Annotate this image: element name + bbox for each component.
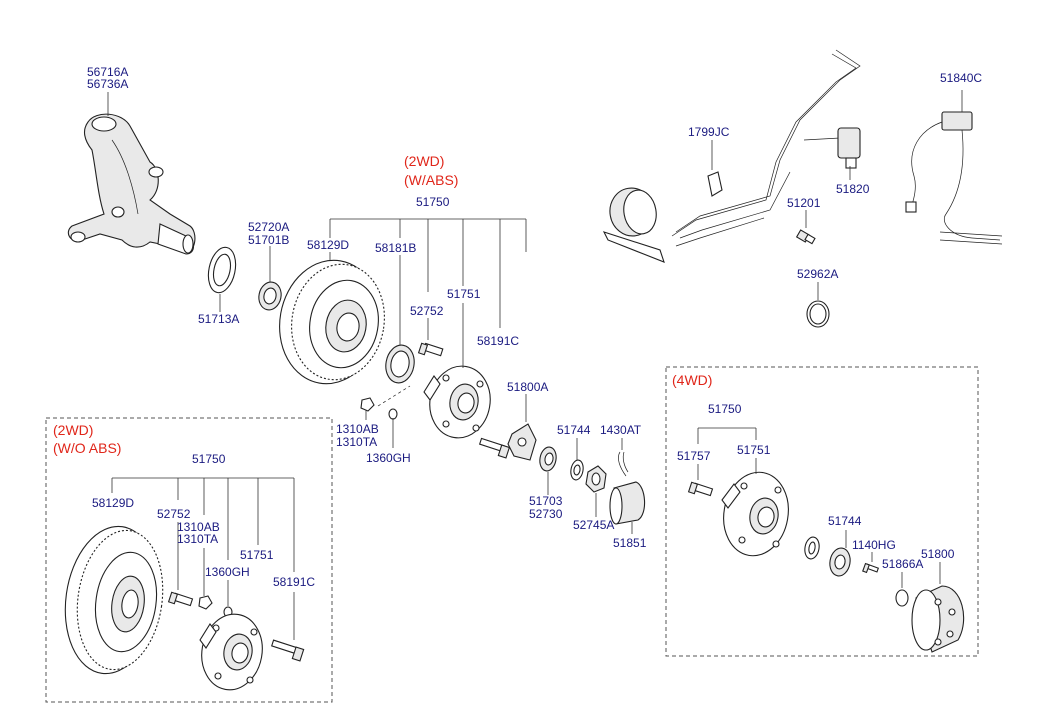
- brake-tube: [671, 49, 861, 247]
- hub-nut: [360, 397, 375, 412]
- label-oring: 52962A: [797, 267, 838, 281]
- header-woabs-2: (W/O ABS): [53, 440, 121, 456]
- label-cap: 51851: [613, 536, 647, 550]
- f-stud: [687, 481, 714, 497]
- hub-bolt: [478, 437, 511, 459]
- label-washer2: 1360GH: [366, 451, 411, 465]
- w-nut: [198, 595, 213, 610]
- f-bearing: [829, 547, 851, 577]
- label-tone-ring: 58181B: [375, 241, 416, 255]
- label-f-hub: 51751: [737, 443, 771, 457]
- label-w-stud: 52752: [157, 507, 191, 521]
- woabs-bracket: [111, 477, 295, 572]
- wheel-hub: [423, 365, 491, 439]
- label-hub-assy: 51750: [416, 195, 450, 209]
- w-hub: [199, 613, 263, 691]
- label-seal-3: 51713A: [198, 312, 239, 326]
- label-stud: 52752: [410, 304, 444, 318]
- w-brake-disc: [64, 525, 164, 675]
- header-fourwd: (4WD): [672, 372, 712, 388]
- hub-assy-bracket: [329, 218, 527, 328]
- f-hub: [721, 471, 789, 557]
- cotter-pin: [618, 451, 629, 477]
- header-wabs-2: (W/ABS): [404, 172, 458, 188]
- header-woabs-1: (2WD): [53, 422, 93, 438]
- sensor-cable: [905, 111, 1003, 245]
- o-ring: [806, 300, 830, 328]
- label-cable: 51840C: [940, 71, 982, 85]
- label-f-washer: 51744: [828, 514, 862, 528]
- label-seal-2: 51701B: [248, 233, 289, 247]
- label-w-nut-2: 1310TA: [177, 532, 218, 546]
- thrust-washer: [570, 459, 584, 481]
- hub-cover: [507, 423, 537, 461]
- label-w-disc: 58129D: [92, 496, 134, 510]
- label-sensor-clip: 1799JC: [688, 125, 730, 139]
- label-cover: 51800A: [507, 380, 548, 394]
- label-nut-2: 1310TA: [336, 435, 377, 449]
- steering-knuckle: [67, 113, 196, 255]
- label-pin: 1430AT: [600, 423, 642, 437]
- fourwd-bracket: [697, 427, 757, 444]
- label-bolt: 58191C: [477, 334, 519, 348]
- brake-chamber: [602, 187, 665, 263]
- wheel-stud: [417, 342, 444, 357]
- w-bolt: [271, 639, 305, 662]
- label-f-oring: 51866A: [882, 557, 923, 571]
- label-grommet: 51201: [787, 196, 821, 210]
- inner-bearing: [258, 281, 282, 311]
- castle-nut: [585, 465, 607, 493]
- sensor-grommet: [795, 229, 816, 245]
- label-w-washer: 1360GH: [205, 565, 250, 579]
- label-bearing-2: 52730: [529, 507, 563, 521]
- f-locking-hub: [911, 585, 965, 653]
- lock-washer: [388, 408, 398, 420]
- label-washer: 51744: [557, 423, 591, 437]
- label-nut-lock: 52745A: [573, 518, 614, 532]
- brake-disc: [279, 259, 385, 385]
- label-hub: 51751: [447, 287, 481, 301]
- header-wabs-1: (2WD): [404, 153, 444, 169]
- fourwd-group-box: [665, 366, 979, 657]
- f-bolt: [862, 562, 880, 574]
- label-w-hub: 51751: [240, 548, 274, 562]
- f-washer: [804, 536, 820, 560]
- label-sensor: 51820: [836, 182, 870, 196]
- label-w-nut-1: 1310AB: [177, 520, 220, 534]
- outer-bearing: [539, 446, 557, 472]
- grease-cap: [609, 481, 646, 525]
- woabs-group-box: [45, 417, 333, 703]
- abs-sensor: [837, 127, 861, 169]
- label-f-bolt: 1140HG: [852, 538, 896, 552]
- label-w-bolt: 58191C: [273, 575, 315, 589]
- f-oring: [895, 589, 909, 607]
- label-knuckle-2: 56736A: [87, 77, 128, 91]
- sensor-clip: [707, 171, 723, 197]
- label-knuckle-1: 56716A: [87, 65, 128, 79]
- label-w-assy: 51750: [192, 452, 226, 466]
- w-stud: [167, 591, 194, 607]
- label-f-lock: 51800: [921, 547, 955, 561]
- label-bearing-1: 51703: [529, 494, 563, 508]
- tone-ring: [385, 344, 415, 384]
- label-nut-1: 1310AB: [336, 422, 379, 436]
- label-f-assy: 51750: [708, 402, 742, 416]
- label-disc: 58129D: [307, 238, 349, 252]
- label-seal-1: 52720A: [248, 220, 289, 234]
- label-f-stud: 51757: [677, 449, 711, 463]
- oil-seal: [207, 246, 237, 294]
